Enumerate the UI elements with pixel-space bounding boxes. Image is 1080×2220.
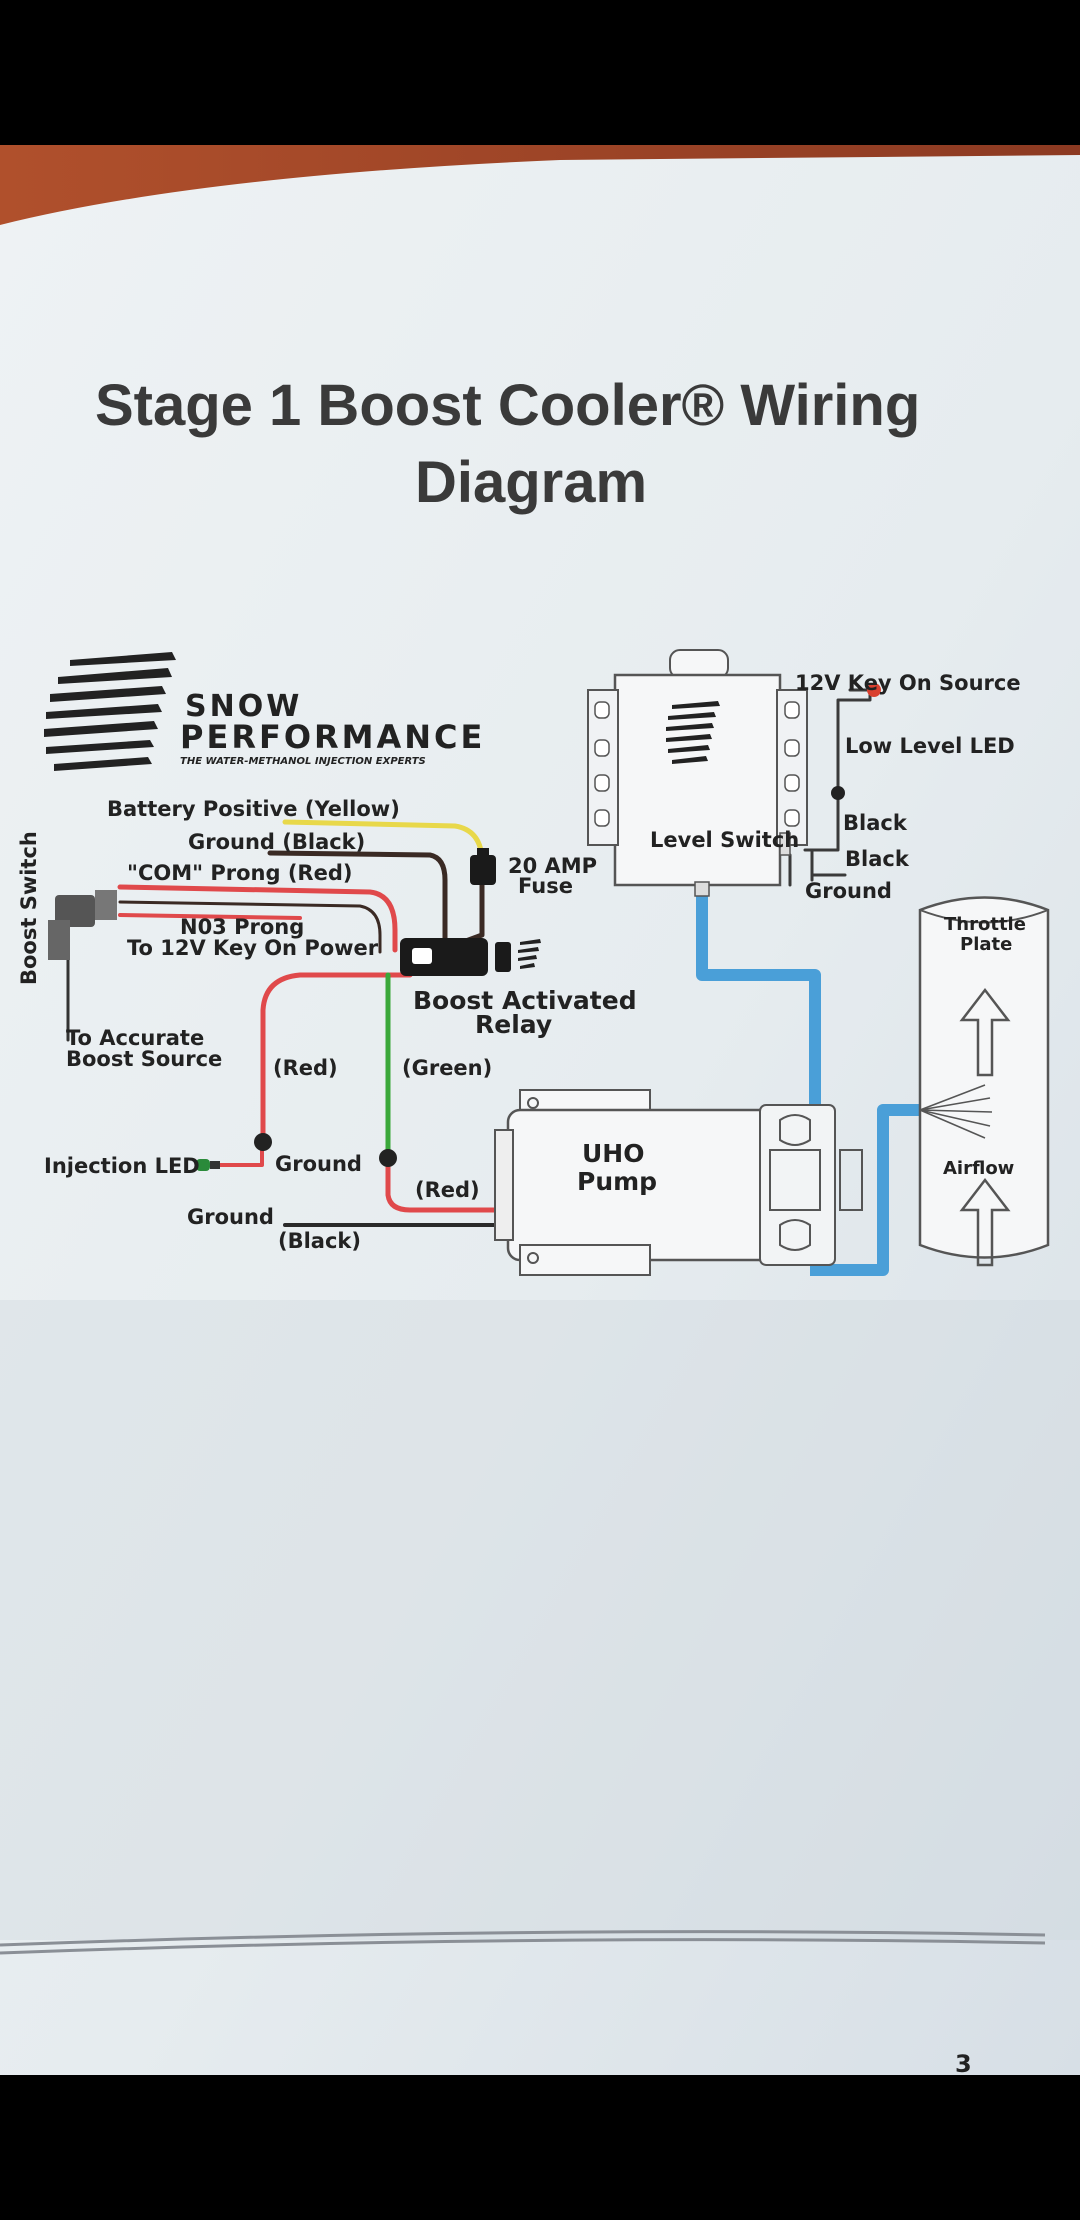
boost-switch — [48, 890, 117, 960]
boost-activated-relay — [400, 938, 541, 976]
spray-nozzle-icon — [919, 1084, 993, 1139]
snow-performance-logo: SNOW PERFORMANCE THE WATER-METHANOL INJE… — [44, 652, 485, 771]
label-pump-line1: UHO — [582, 1139, 644, 1168]
label-relay-line2: Relay — [475, 1010, 552, 1039]
label-ground-tank: Ground — [805, 879, 892, 903]
label-n03-prong-line2: To 12V Key On Power — [127, 936, 379, 960]
label-n03-prong-line1: N03 Prong — [180, 915, 304, 939]
label-key-on-source: 12V Key On Source — [795, 671, 1021, 695]
label-ground-led: Ground — [275, 1152, 362, 1176]
wire-red-led — [260, 972, 413, 1143]
airflow-arrow-top-icon — [959, 987, 1011, 1077]
label-relay-line1: Boost Activated — [413, 986, 637, 1015]
logo-tagline: THE WATER-METHANOL INJECTION EXPERTS — [180, 756, 426, 767]
hose-tank-to-pump — [696, 895, 821, 1105]
hose-pump-to-nozzle — [810, 1104, 920, 1276]
footer-rule — [0, 1930, 1046, 1955]
diagram-title-line1: Stage 1 Boost Cooler® Wiring — [95, 373, 920, 438]
label-ground-pump: Ground — [187, 1205, 274, 1229]
label-injection-led: Injection LED — [44, 1154, 200, 1178]
label-fuse-line2: Fuse — [518, 874, 573, 898]
page-number: 3 — [955, 2050, 972, 2078]
wire-red-com — [117, 884, 398, 953]
throttle-body — [918, 896, 1050, 1267]
airflow-arrow-bottom-icon — [959, 1177, 1011, 1267]
water-hoses — [696, 895, 920, 1276]
label-black-2: Black — [845, 847, 910, 871]
label-throttle-line2: Plate — [960, 934, 1012, 955]
label-airflow: Airflow — [943, 1158, 1014, 1179]
logo-name-line2: PERFORMANCE — [180, 718, 485, 756]
label-fuse-line1: 20 AMP — [508, 854, 597, 878]
logo-name-line1: SNOW — [185, 689, 302, 724]
fuse-20amp — [470, 848, 496, 885]
label-battery-positive: Battery Positive (Yellow) — [107, 797, 400, 821]
label-red-2: (Red) — [415, 1178, 480, 1202]
diagram-labels: Battery Positive (Yellow) Ground (Black)… — [17, 671, 1026, 1253]
wire-red-key — [118, 913, 302, 920]
diagram-title-line2: Diagram — [415, 450, 647, 515]
label-green: (Green) — [402, 1056, 492, 1080]
label-level-switch: Level Switch — [650, 828, 799, 852]
injection-led — [196, 1159, 220, 1171]
reservoir-tank — [587, 649, 808, 897]
label-ground-black-top: Ground (Black) — [188, 830, 365, 854]
label-black-pump: (Black) — [278, 1229, 361, 1253]
label-com-prong: "COM" Prong (Red) — [127, 861, 352, 885]
label-red-1: (Red) — [273, 1056, 338, 1080]
label-pump-line2: Pump — [577, 1167, 657, 1196]
uho-pump — [494, 1089, 863, 1276]
tank-logo — [666, 701, 720, 764]
label-black-1: Black — [843, 811, 908, 835]
label-low-level-led: Low Level LED — [845, 734, 1015, 758]
label-accurate-line1: To Accurate — [66, 1026, 204, 1050]
label-boost-switch: Boost Switch — [17, 831, 41, 985]
wire-black-ground — [267, 850, 448, 958]
wire-black-switch — [118, 900, 382, 954]
wire-red-pump — [385, 1157, 508, 1213]
label-throttle-line1: Throttle — [944, 914, 1026, 935]
label-accurate-line2: Boost Source — [66, 1047, 222, 1071]
